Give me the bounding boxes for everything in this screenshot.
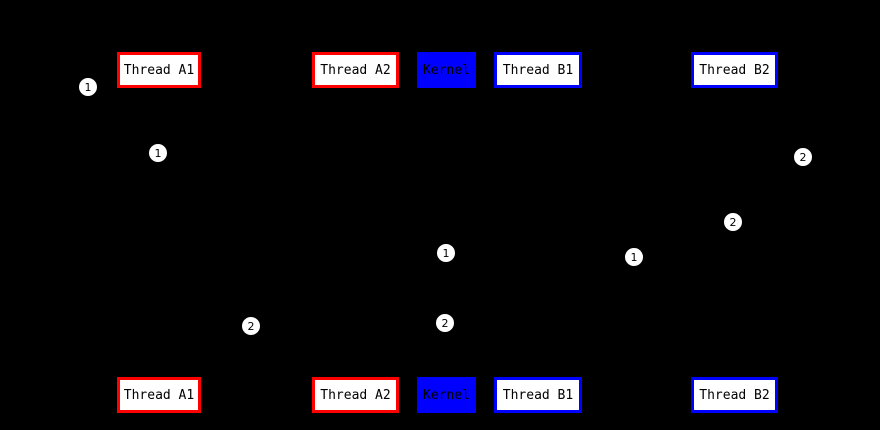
step-marker-2-a[interactable]: 2	[793, 147, 813, 167]
lifeline-foot-thread-b1-label: Thread B1	[502, 387, 574, 403]
lifeline-head-thread-b2[interactable]: Thread B2	[691, 52, 778, 88]
lifeline-line-thread-a1	[159, 88, 160, 377]
step-marker-1-c[interactable]: 1	[436, 243, 456, 263]
message-arrow-3	[446, 235, 538, 236]
lifeline-foot-thread-b2-label: Thread B2	[699, 387, 770, 403]
lifeline-head-thread-a1-label: Thread A1	[123, 62, 195, 78]
lifeline-line-thread-b2	[734, 88, 735, 377]
step-marker-2-d[interactable]: 2	[241, 316, 261, 336]
lifeline-line-thread-a2	[355, 88, 356, 377]
step-marker-2-b-label: 2	[729, 215, 737, 229]
lifeline-foot-thread-a2-label: Thread A2	[320, 387, 391, 403]
lifeline-head-kernel[interactable]: Kernel	[417, 52, 476, 88]
message-arrow-1	[159, 100, 446, 101]
step-marker-2-c[interactable]: 2	[435, 313, 455, 333]
lifeline-line-kernel	[446, 88, 447, 377]
lifeline-foot-kernel-label: Kernel	[423, 387, 470, 403]
lifeline-head-kernel-label: Kernel	[423, 62, 470, 78]
step-marker-1-b[interactable]: 1	[148, 143, 168, 163]
lifeline-head-thread-b2-label: Thread B2	[699, 62, 770, 78]
lifeline-foot-thread-a2[interactable]: Thread A2	[312, 377, 399, 413]
step-marker-1-a-label: 1	[84, 80, 92, 94]
lifeline-line-thread-b1	[538, 88, 539, 377]
step-marker-1-a[interactable]: 1	[78, 77, 98, 97]
step-marker-1-d-label: 1	[630, 250, 638, 264]
lifeline-foot-thread-a1-label: Thread A1	[123, 387, 195, 403]
message-arrow-2	[446, 165, 734, 166]
step-marker-1-d[interactable]: 1	[624, 247, 644, 267]
lifeline-head-thread-a2-label: Thread A2	[320, 62, 391, 78]
step-marker-2-a-label: 2	[799, 150, 807, 164]
step-marker-2-b[interactable]: 2	[723, 212, 743, 232]
message-arrow-4	[355, 305, 446, 306]
step-marker-1-c-label: 1	[442, 246, 450, 260]
lifeline-head-thread-b1[interactable]: Thread B1	[494, 52, 582, 88]
lifeline-head-thread-a2[interactable]: Thread A2	[312, 52, 399, 88]
step-marker-2-c-label: 2	[441, 316, 449, 330]
lifeline-foot-thread-b2[interactable]: Thread B2	[691, 377, 778, 413]
lifeline-foot-thread-a1[interactable]: Thread A1	[117, 377, 201, 413]
lifeline-head-thread-a1[interactable]: Thread A1	[117, 52, 201, 88]
lifeline-foot-thread-b1[interactable]: Thread B1	[494, 377, 582, 413]
lifeline-head-thread-b1-label: Thread B1	[502, 62, 574, 78]
step-marker-1-b-label: 1	[154, 146, 162, 160]
step-marker-2-d-label: 2	[247, 319, 255, 333]
lifeline-foot-kernel[interactable]: Kernel	[417, 377, 476, 413]
